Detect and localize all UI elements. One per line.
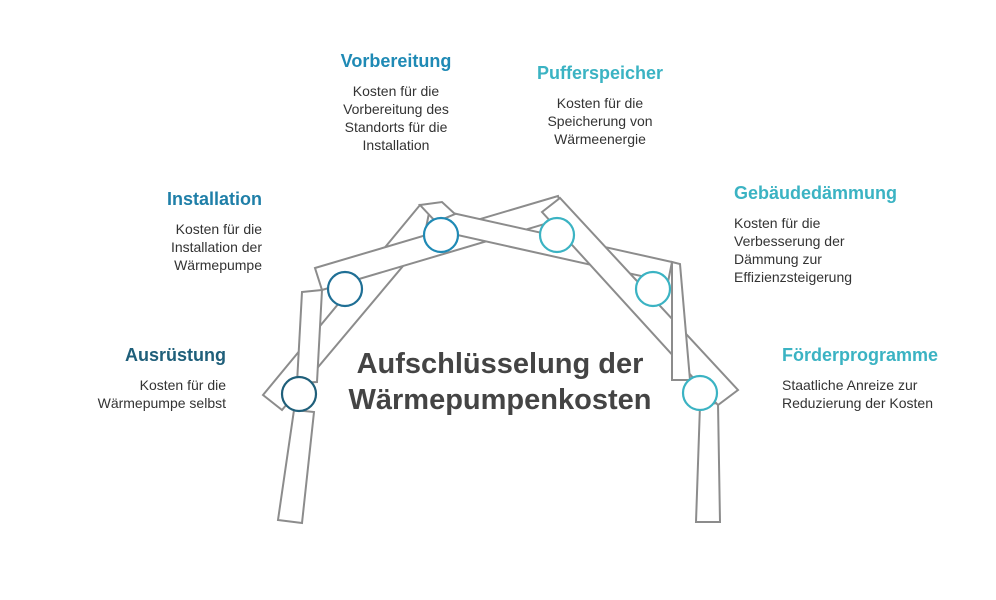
desc-line: Vorbereitung des [343, 101, 449, 117]
desc-line: Dämmung zur [734, 251, 822, 267]
item-vorbereitung: Vorbereitung Kosten für die Vorbereitung… [316, 50, 476, 154]
item-title: Ausrüstung [125, 345, 226, 365]
desc-line: Verbesserung der [734, 233, 845, 249]
desc-line: Kosten für die [139, 377, 226, 393]
node-pufferspeicher [538, 216, 576, 254]
desc-line: Reduzierung der Kosten [782, 395, 933, 411]
item-desc: Kosten für die Speicherung von Wärmeener… [520, 94, 680, 148]
desc-line: Wärmepumpe selbst [97, 395, 226, 411]
item-desc: Kosten für die Vorbereitung des Standort… [316, 82, 476, 154]
item-title: Installation [166, 189, 262, 209]
desc-line: Installation [362, 137, 430, 153]
frame-beam [417, 200, 457, 224]
item-desc: Kosten für die Installation der Wärmepum… [82, 220, 262, 274]
desc-line: Installation der [170, 239, 262, 255]
item-title: Gebäudedämmung [734, 183, 898, 203]
item-title: Förderprogramme [782, 345, 939, 365]
item-title: Pufferspeicher [536, 63, 664, 83]
diagram-title: Aufschlüsselung der Wärmepumpenkosten [348, 348, 652, 416]
desc-line: Kosten für die [175, 221, 262, 237]
desc-line: Kosten für die [734, 215, 821, 231]
frame-beam [276, 408, 316, 525]
item-gebaeudedaemmung: Gebäudedämmung Kosten für die Verbesseru… [734, 182, 934, 286]
item-ausruestung: Ausrüstung Kosten für die Wärmepumpe sel… [40, 344, 226, 412]
item-title: Vorbereitung [340, 51, 452, 71]
desc-line: Wärmeenergie [554, 131, 646, 147]
node-installation [326, 270, 364, 308]
desc-line: Wärmepumpe [174, 257, 262, 273]
node-vorbereitung [422, 216, 460, 254]
desc-line: Kosten für die [352, 83, 440, 99]
item-installation: Installation Kosten für die Installation… [82, 188, 262, 274]
item-desc: Staatliche Anreize zur Reduzierung der K… [782, 376, 982, 412]
item-foerderprogramme: Förderprogramme Staatliche Anreize zur R… [782, 344, 982, 412]
desc-line: Staatliche Anreize zur [782, 377, 918, 393]
desc-line: Effizienzsteigerung [734, 269, 853, 285]
frame-beam [295, 288, 324, 385]
desc-line: Kosten für die [556, 95, 644, 111]
item-desc: Kosten für die Wärmepumpe selbst [40, 376, 226, 412]
item-pufferspeicher: Pufferspeicher Kosten für die Speicherun… [520, 62, 680, 148]
node-ausruestung [280, 375, 318, 413]
desc-line: Speicherung von [547, 113, 653, 129]
frame-beam [694, 401, 722, 523]
node-foerderprogramme [681, 374, 719, 412]
desc-line: Standorts für die [344, 119, 448, 135]
node-gebaeudedaemmung [634, 270, 672, 308]
item-desc: Kosten für die Verbesserung der Dämmung … [734, 214, 934, 286]
